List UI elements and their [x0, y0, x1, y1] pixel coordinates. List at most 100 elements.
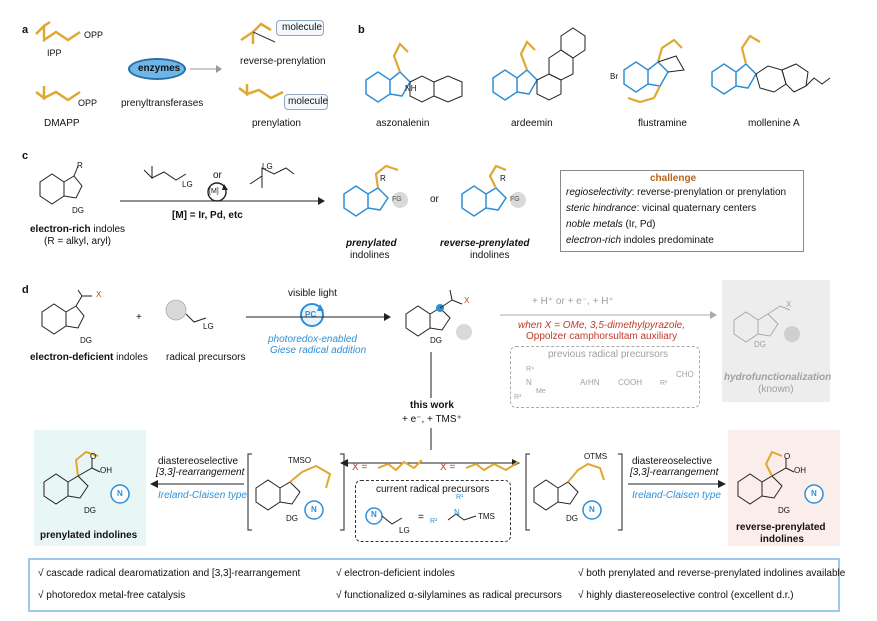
enzymes-label: enzymes	[138, 63, 181, 74]
prev-n: N	[526, 378, 532, 387]
reagent-or: or	[213, 170, 222, 181]
summary-item-1: √ electron-deficient indoles	[336, 568, 455, 579]
prev-r3: R³	[514, 394, 522, 401]
hydrofunc-product-box	[722, 280, 830, 402]
current-n: N	[454, 508, 460, 517]
panel-label-d: d	[22, 284, 29, 296]
prenylated-indoline-c	[343, 164, 408, 217]
radical-precursor-icon	[165, 299, 207, 323]
challenge-box	[560, 170, 804, 252]
ireland-right: Ireland-Claisen type	[632, 490, 721, 501]
check-icon: √	[336, 590, 345, 601]
reverse-oh: OH	[794, 466, 806, 475]
fg-circle-1: FG	[392, 196, 402, 203]
challenge-lead-0: regioselectivity	[566, 187, 632, 198]
prenyltransferases-label: prenyltransferases	[121, 98, 204, 109]
radical-intermediate	[405, 289, 472, 340]
otms-n: N	[589, 505, 595, 514]
ireland-arrow-left	[150, 480, 244, 488]
reverse-prenylated-indolines-label-1: reverse-prenylated	[736, 522, 826, 533]
this-work-label: this work	[410, 400, 454, 411]
summary-item-2: √ both prenylated and reverse-prenylated…	[578, 568, 845, 579]
photoredox-arrow	[246, 313, 391, 321]
current-precursors-box	[355, 480, 511, 542]
summary-text-1: electron-deficient indoles	[344, 568, 455, 579]
dmapp-structure	[35, 86, 81, 102]
summary-text-4: functionalized α-silylamines as radical …	[344, 590, 562, 601]
ipp-label: IPP	[47, 48, 62, 58]
electron-deficient-label: electron-deficient	[30, 352, 114, 363]
previous-precursors-box	[510, 346, 700, 408]
check-icon: √	[336, 568, 345, 579]
reverse-o: O	[784, 452, 791, 461]
electron-rich-label: electron-rich	[30, 224, 91, 235]
pc-label: PC	[305, 310, 317, 319]
tms-reagents: + e⁻, + TMS⁺	[402, 414, 462, 425]
ipp-structure	[35, 20, 81, 43]
x-eq-left: X =	[352, 462, 368, 473]
reverse-prenyl-lg-reagent	[249, 167, 295, 188]
challenge-rest-2: (Ir, Pd)	[622, 219, 656, 230]
prenylated-n: N	[117, 489, 123, 498]
challenge-title: challenge	[650, 173, 697, 184]
reverse-prenylated-indoline-product	[737, 450, 824, 505]
reverse-prenylation-label: reverse-prenylation	[240, 56, 326, 67]
summary-item-5: √ highly diastereoselective control (exc…	[578, 590, 794, 601]
reagent-lg-2: LG	[262, 162, 273, 171]
product-or: or	[430, 194, 439, 205]
current-tms: TMS	[478, 512, 495, 521]
prenyl-structure	[238, 84, 284, 100]
prenylated-r: R	[380, 174, 386, 183]
hydrofunc-label: hydrofunctionalization	[724, 372, 832, 383]
panel-label-b: b	[358, 24, 365, 36]
summary-item-3: √ photoredox metal-free catalysis	[38, 590, 185, 601]
h-reagents: + H⁺ or + e⁻, + H⁺	[532, 296, 614, 307]
check-icon: √	[578, 568, 587, 579]
current-r2: R²	[430, 518, 438, 525]
current-eq: =	[418, 512, 424, 523]
ireland-arrow-right	[628, 480, 726, 488]
challenge-lead-3: electron-rich	[566, 235, 622, 246]
molecule-label-top: molecule	[282, 22, 323, 33]
summary-item-0: √ cascade radical dearomatization and [3…	[38, 568, 300, 579]
challenge-rest-1: : vicinal quaternary centers	[636, 203, 757, 214]
catalysts-label: [M] = Ir, Pd, etc	[172, 210, 243, 221]
challenge-rest-0: : reverse-prenylation or prenylation	[631, 187, 787, 198]
enzymes-arrow	[190, 65, 222, 73]
prev-cho: CHO	[676, 370, 694, 379]
current-lg: LG	[399, 526, 410, 535]
otms-label: OTMS	[584, 452, 608, 461]
current-precursor-structures	[365, 507, 477, 525]
molecule-box-top	[276, 20, 324, 36]
flustramine-br: Br	[610, 72, 618, 81]
prev-arhn: ArHN	[580, 378, 600, 387]
compound-flustramine: flustramine	[638, 118, 687, 129]
when-x-line: when X = OMe, 3,5-dimethylpyrazole,	[518, 320, 686, 331]
compound-ardeemin: ardeemin	[511, 118, 553, 129]
prev-me: Me	[536, 388, 546, 395]
indolines-c-label-1: indolines	[350, 250, 390, 261]
diastereoselective-left: diastereoselective	[158, 456, 239, 467]
electron-rich-indole	[39, 165, 83, 205]
reverse-prenylated-indoline-c	[461, 164, 526, 217]
auxiliary-line: Oppolzer camphorsultam auxiliary	[526, 331, 678, 342]
check-icon: √	[38, 568, 47, 579]
summary-text-2: both prenylated and reverse-prenylated i…	[586, 568, 846, 579]
tmso-intermediate	[247, 453, 345, 531]
r-definition: (R = alkyl, aryl)	[44, 236, 111, 247]
check-icon: √	[578, 590, 587, 601]
prenylated-indolines-label: prenylated indolines	[40, 530, 138, 541]
indole-d-dg: DG	[80, 336, 92, 345]
current-r1: R¹	[456, 494, 464, 501]
prenylated-oh: OH	[100, 466, 112, 475]
reverse-r: R	[500, 174, 506, 183]
prenyl-lg-reagent	[143, 166, 187, 181]
this-work-line	[430, 352, 432, 398]
molecule-label-bottom: molecule	[288, 96, 329, 107]
plus-sign: +	[136, 312, 142, 323]
reverse-n: N	[811, 489, 817, 498]
dmapp-opp: OPP	[78, 98, 98, 108]
x-left-group	[377, 459, 423, 472]
check-icon: √	[38, 590, 47, 601]
